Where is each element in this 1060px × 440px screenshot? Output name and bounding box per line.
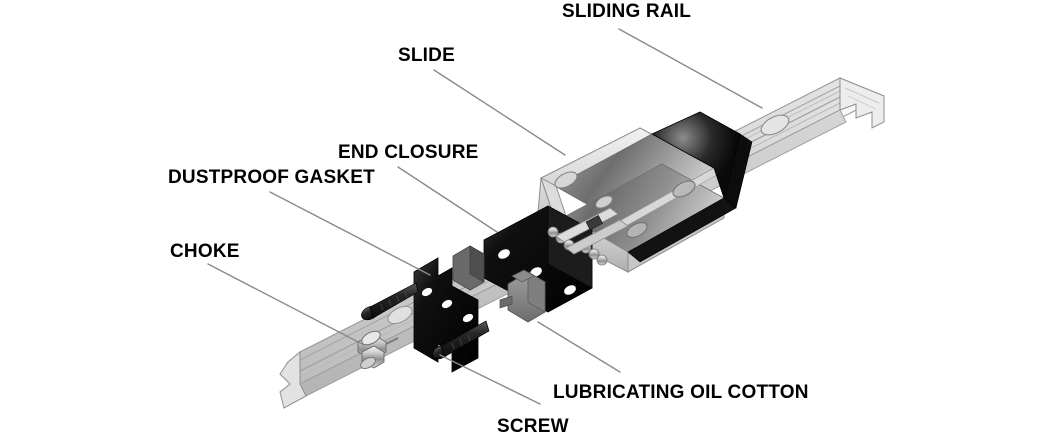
label-lubricating-oil-cotton: LUBRICATING OIL COTTON xyxy=(553,382,809,403)
choke-part xyxy=(357,330,399,369)
leader-choke xyxy=(207,263,365,346)
leader-sliding-rail xyxy=(618,28,763,109)
label-screw: SCREW xyxy=(497,416,569,437)
lubricating-oil-cotton-part xyxy=(499,269,546,323)
label-slide: SLIDE xyxy=(398,45,455,66)
rail-mounting-hole xyxy=(760,114,790,136)
small-spacer-plate xyxy=(452,245,485,291)
rail-mounting-hole xyxy=(387,305,413,325)
leader-end-closure xyxy=(397,166,498,233)
label-end-closure: END CLOSURE xyxy=(338,142,479,163)
carriage-mounting-hole xyxy=(626,222,648,238)
screw-part-upper xyxy=(361,282,419,321)
label-sliding-rail: SLIDING RAIL xyxy=(562,1,692,22)
leader-lines-group xyxy=(207,28,763,405)
fastener-cluster xyxy=(547,207,629,266)
carriage-mounting-hole xyxy=(672,180,696,198)
exploded-parts-group xyxy=(357,205,629,373)
leader-slide xyxy=(433,69,566,156)
leader-screw xyxy=(439,354,541,405)
label-choke: CHOKE xyxy=(170,241,240,262)
label-dustproof-gasket: DUSTPROOF GASKET xyxy=(168,167,375,188)
leader-lubricating xyxy=(537,321,621,373)
carriage-mounting-hole xyxy=(595,195,613,209)
carriage-mounting-hole xyxy=(554,171,578,189)
leader-dustproof-gasket xyxy=(269,191,431,276)
